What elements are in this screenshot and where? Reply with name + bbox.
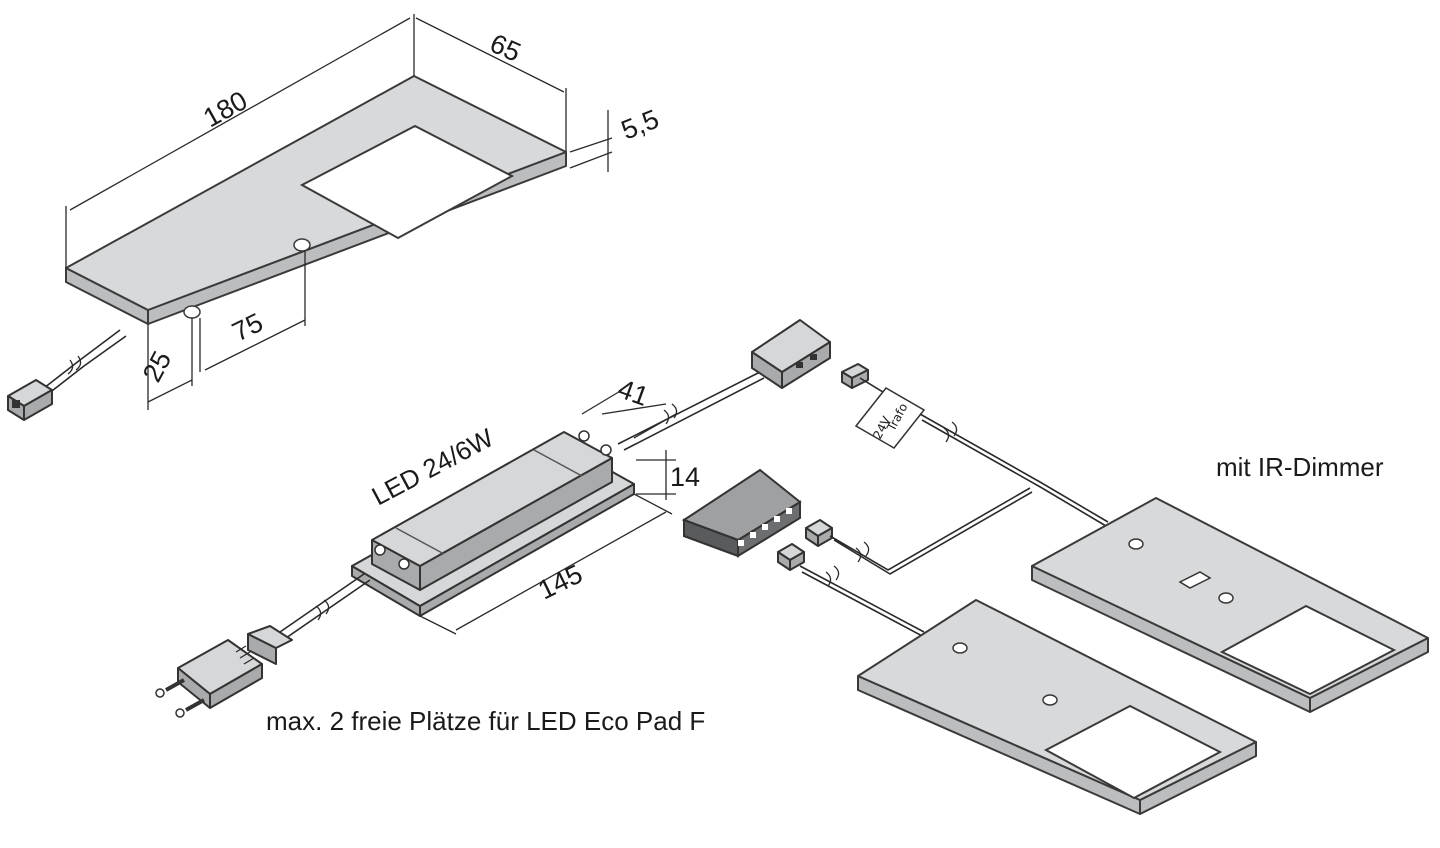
dim-driver-length: 145 [533,559,587,606]
free-slots-note: max. 2 freie Plätze für LED Eco Pad F [266,706,705,736]
pad-hole-upper [293,238,311,252]
led-driver: LED 24/6W 41 14 145 [351,373,700,635]
power-plug-icon [155,625,293,718]
pad-connector [7,379,53,421]
ir-sensor-icon [1178,571,1212,589]
dim-height: 5,5 [617,104,663,146]
dimmer-connector-a [805,519,833,547]
pad-lens-window [299,124,515,240]
trafo-box: Trafo 24V [854,387,926,449]
dim-length: 180 [198,85,252,133]
dim-width: 65 [486,28,526,68]
secondary-pad-lens [1043,704,1223,800]
distributor-box [751,319,831,389]
dim-hole-offset-b: 25 [137,346,178,387]
dimmer-label: mit IR-Dimmer [1216,452,1384,482]
pad-hole-lower [183,305,201,319]
dimensioned-led-pad: 180 65 5,5 75 25 [7,14,663,421]
dimmer-connector-b [777,543,805,571]
dim-driver-height: 14 [670,462,700,492]
trafo-connector [841,363,869,389]
dimmer-distributor [681,468,802,558]
dimmer-led-pad [1031,497,1429,713]
dimmer-pad-lens [1219,604,1397,696]
secondary-led-pad [857,599,1257,815]
dim-driver-width: 41 [614,373,652,411]
